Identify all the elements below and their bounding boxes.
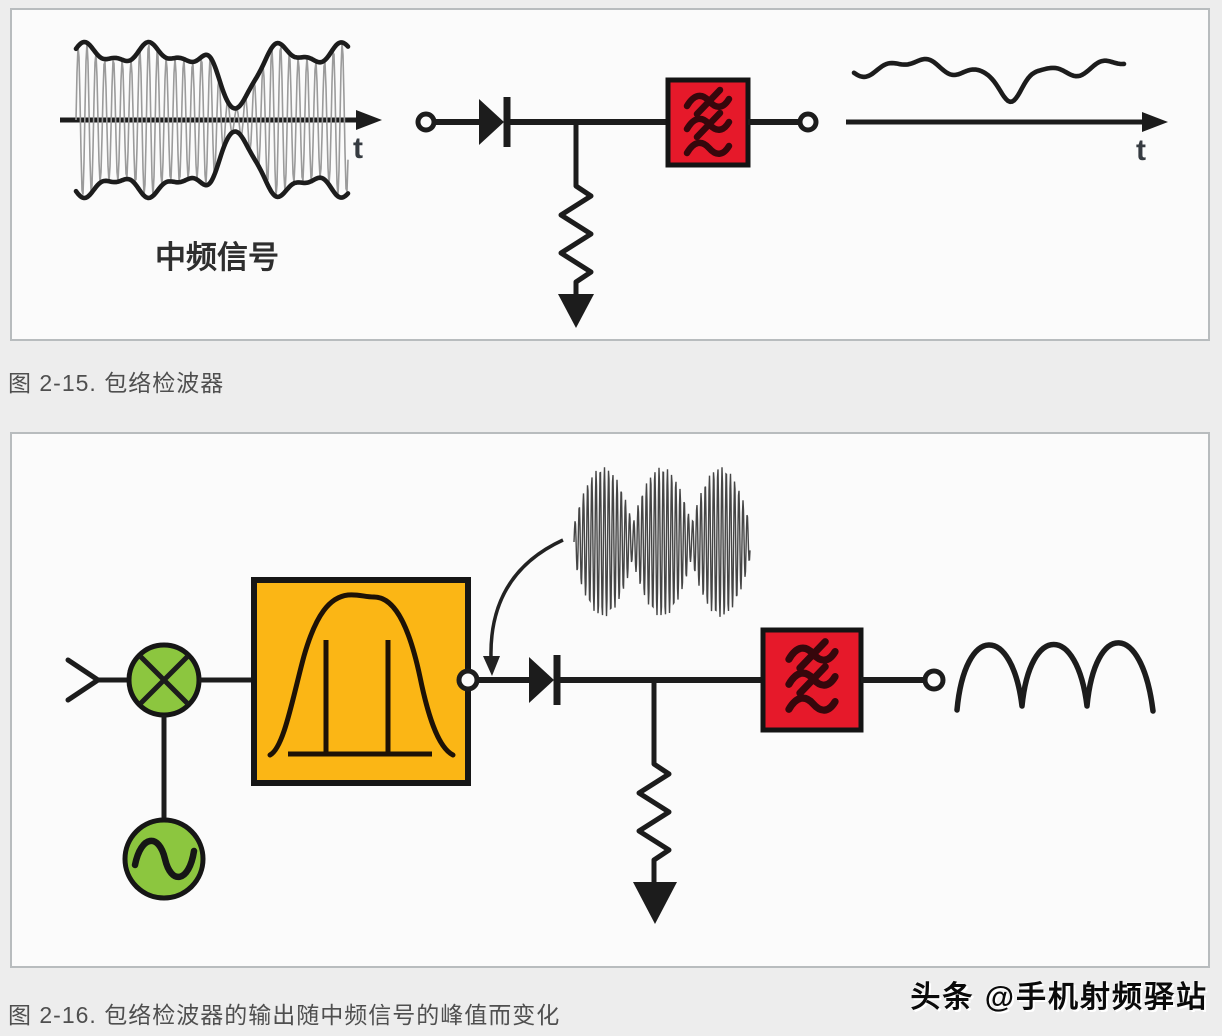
- detector-output-waveform: [954, 640, 1156, 714]
- watermark: 头条 @手机射频驿站: [910, 981, 1208, 1014]
- ground-arrow-icon: [633, 882, 677, 924]
- local-oscillator-icon: [122, 817, 206, 901]
- axis-arrowhead-icon: [356, 110, 382, 130]
- figure-2-15-panel: t 中频信号: [10, 8, 1210, 341]
- callout-arrow: [483, 538, 564, 676]
- axis-arrowhead-icon: [1142, 112, 1168, 132]
- diode-icon: [529, 655, 561, 705]
- if-signal-waveform: t 中频信号: [60, 39, 382, 275]
- figure-2-15-diagram: t 中频信号: [60, 39, 1168, 328]
- resistor-icon: [636, 761, 672, 863]
- if-envelope-bottom: [73, 129, 351, 201]
- input-terminal: [415, 111, 437, 133]
- if-envelope-top: [73, 39, 351, 111]
- envelope-output-trace: [851, 56, 1127, 105]
- resistor-icon: [558, 183, 594, 285]
- figure-2-16-caption: 图 2-16. 包络检波器的输出随中频信号的峰值而变化: [8, 1002, 561, 1028]
- lowpass-filter-icon: [665, 77, 751, 168]
- envelope-output-waveform: t: [846, 56, 1168, 167]
- ground-arrow-icon: [558, 294, 594, 328]
- output-terminal: [797, 111, 819, 133]
- if-signal-label: 中频信号: [155, 240, 279, 275]
- if-filter-icon: [251, 577, 471, 786]
- detector-output-node: [922, 668, 946, 692]
- diode-icon: [479, 97, 511, 147]
- envelope-detector-circuit: [415, 77, 819, 328]
- input-port-icon: [65, 657, 101, 703]
- if-output-node: [456, 668, 480, 692]
- figure-2-15-caption: 图 2-15. 包络检波器: [8, 370, 225, 396]
- if-carrier-trace: [75, 42, 349, 196]
- output-axis-label: t: [1136, 134, 1146, 167]
- figure-2-16-diagram: [65, 467, 1156, 924]
- lowpass-filter-icon: [760, 627, 864, 733]
- input-axis-label: t: [353, 132, 363, 165]
- mixer-icon: [126, 642, 202, 718]
- if-burst-waveform: [573, 467, 751, 617]
- figure-2-16-panel: [10, 432, 1210, 968]
